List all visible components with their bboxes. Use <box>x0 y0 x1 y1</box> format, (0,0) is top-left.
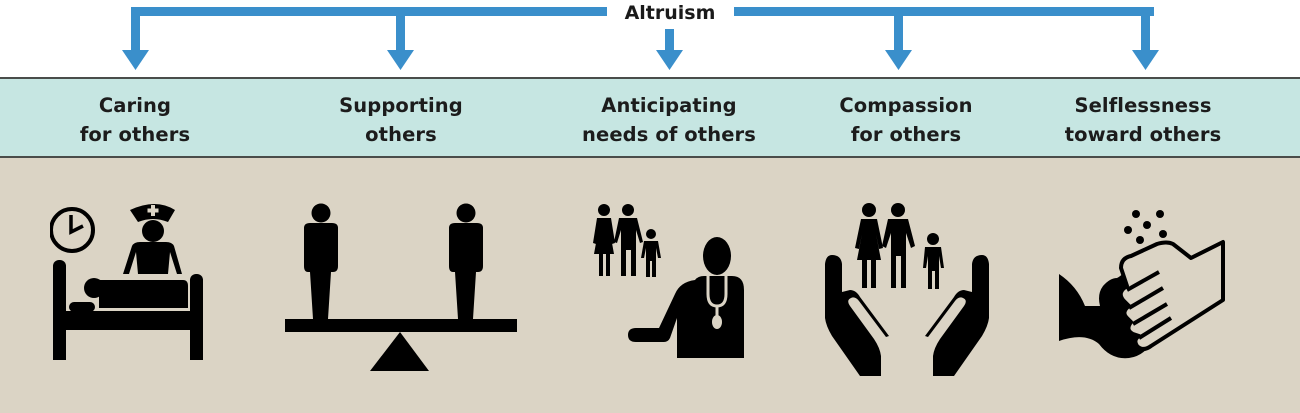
label-line-1: Compassion <box>839 94 973 117</box>
icon-panel <box>0 158 1300 413</box>
category-label-selflessness: Selflessness toward others <box>1033 91 1253 149</box>
label-line-2: toward others <box>1064 123 1222 146</box>
category-label-anticipating: Anticipating needs of others <box>559 91 779 149</box>
header-area: Altruism <box>0 0 1300 78</box>
category-label-supporting: Supporting others <box>291 91 511 149</box>
label-line-2: needs of others <box>582 123 756 146</box>
balance-seesaw-people-icon <box>285 203 517 371</box>
doctor-family-icon <box>593 204 744 358</box>
branch-arrows <box>122 7 1159 70</box>
label-line-2: for others <box>850 123 962 146</box>
category-band: Caring for others Supporting others Anti… <box>0 77 1300 158</box>
label-line-1: Caring <box>98 94 172 117</box>
hands-holding-family-icon <box>825 203 989 376</box>
diagram-title: Altruism <box>624 2 716 24</box>
label-line-2: others <box>365 123 437 146</box>
hands-washing-icon <box>1059 210 1225 359</box>
label-line-1: Selflessness <box>1074 94 1212 117</box>
label-line-2: for others <box>79 123 191 146</box>
category-label-caring: Caring for others <box>25 91 245 149</box>
nurse-patient-bed-icon <box>50 204 203 360</box>
label-line-1: Anticipating <box>601 94 737 117</box>
category-label-compassion: Compassion for others <box>796 91 1016 149</box>
label-line-1: Supporting <box>339 94 463 117</box>
